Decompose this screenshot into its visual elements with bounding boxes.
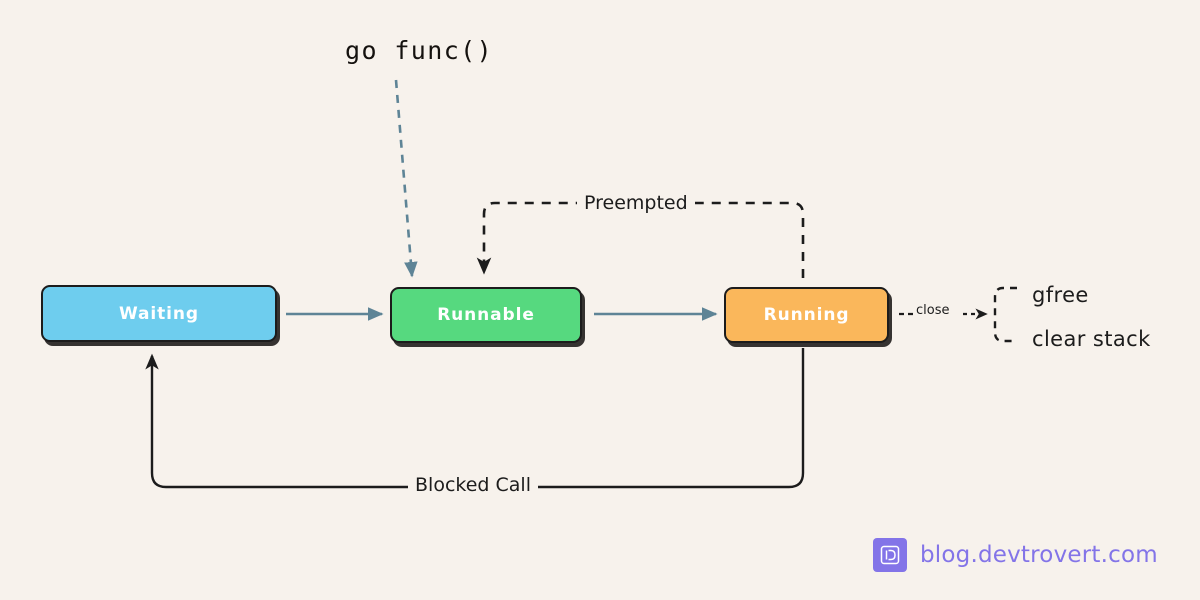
edge-preempted — [476, 201, 805, 278]
watermark-text: blog.devtrovert.com — [920, 542, 1158, 568]
state-label-running: Running — [763, 305, 850, 325]
state-label-runnable: Runnable — [437, 305, 535, 325]
edge-label-close: close — [916, 303, 950, 318]
edge-label-preempted: Preempted — [577, 192, 695, 214]
exit-bracket — [993, 286, 1017, 343]
exit-outcome-gfree: gfree — [1032, 283, 1089, 307]
edge-blocked-call — [145, 348, 805, 489]
edge-go-func — [394, 79, 418, 278]
edge-label-blocked-call: Blocked Call — [408, 474, 538, 496]
state-label-waiting: Waiting — [119, 303, 199, 324]
state-box-runnable[interactable]: Runnable — [390, 287, 582, 343]
exit-outcome-clear-stack: clear stack — [1032, 327, 1151, 351]
watermark[interactable]: blog.devtrovert.com — [873, 538, 1158, 572]
devtrovert-logo-icon — [873, 538, 907, 572]
go-func-label: go func() — [345, 36, 494, 65]
state-box-running[interactable]: Running — [724, 287, 889, 343]
logo-monogram-icon — [880, 545, 900, 565]
state-box-waiting[interactable]: Waiting — [41, 285, 277, 342]
